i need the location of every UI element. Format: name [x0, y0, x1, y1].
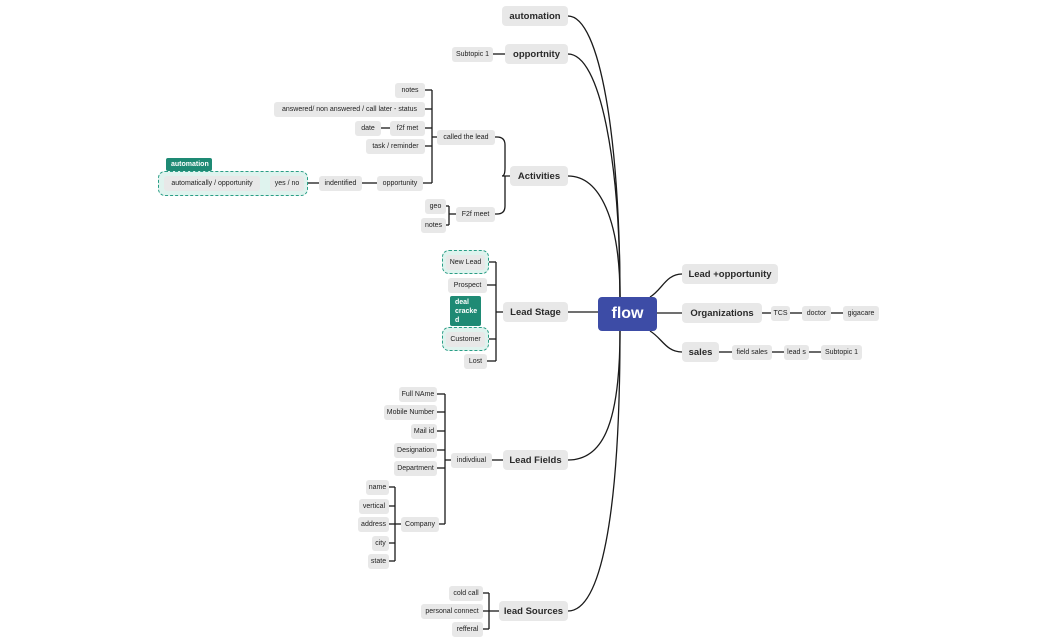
mail-id-node[interactable]: Mail id: [411, 424, 437, 439]
deal-cracked-callout-line3: d: [455, 316, 460, 324]
gigacare-node[interactable]: gigacare: [843, 306, 879, 321]
deal-cracked-callout-line2: cracke: [455, 307, 478, 315]
department-node[interactable]: Department: [394, 461, 437, 476]
mobile-number-node[interactable]: Mobile Number: [384, 405, 437, 420]
topic-lead-opportunity[interactable]: Lead +opportunity: [682, 264, 778, 284]
field-sales-node[interactable]: field sales: [732, 345, 772, 360]
state-node[interactable]: state: [368, 554, 389, 569]
topic-lead-sources[interactable]: lead Sources: [499, 601, 568, 621]
date-node[interactable]: date: [355, 121, 381, 136]
doctor-node[interactable]: doctor: [802, 306, 831, 321]
yes-no-node[interactable]: yes / no: [270, 176, 304, 191]
root-node[interactable]: flow: [598, 297, 657, 331]
company-node[interactable]: Company: [401, 517, 439, 532]
topic-opportnity[interactable]: opportnity: [505, 44, 568, 64]
topic-organizations[interactable]: Organizations: [682, 303, 762, 323]
topic-automation[interactable]: automation: [502, 6, 568, 26]
geo-node[interactable]: geo: [425, 199, 446, 214]
prospect-node[interactable]: Prospect: [448, 278, 487, 293]
full-name-node[interactable]: Full NAme: [399, 387, 437, 402]
lead-s-node[interactable]: lead s: [784, 345, 809, 360]
deal-cracked-callout-line1: deal: [455, 298, 470, 306]
deal-cracked-callout[interactable]: deal cracke d: [450, 296, 481, 326]
opportnity-subtopic[interactable]: Subtopic 1: [452, 47, 493, 62]
opportunity-node[interactable]: opportunity: [377, 176, 423, 191]
notes-node[interactable]: notes: [395, 83, 425, 98]
designation-node[interactable]: Designation: [394, 443, 437, 458]
task-reminder-node[interactable]: task / reminder: [366, 139, 425, 154]
lost-node[interactable]: Lost: [464, 354, 487, 369]
indentified-node[interactable]: indentified: [319, 176, 362, 191]
automatically-opportunity-node[interactable]: automatically / opportunity: [164, 176, 260, 191]
topic-activities[interactable]: Activities: [510, 166, 568, 186]
vertical-node[interactable]: vertical: [359, 499, 389, 514]
topic-lead-fields[interactable]: Lead Fields: [503, 450, 568, 470]
tcs-node[interactable]: TCS: [771, 306, 790, 321]
customer-node[interactable]: Customer: [446, 332, 485, 347]
personal-connect-node[interactable]: personal connect: [421, 604, 483, 619]
call-status-node[interactable]: answered/ non answered / call later - st…: [274, 102, 425, 117]
automation-callout[interactable]: automation: [166, 158, 212, 171]
topic-sales[interactable]: sales: [682, 342, 719, 362]
cold-call-node[interactable]: cold call: [449, 586, 483, 601]
f2f-meet-node[interactable]: F2f meet: [456, 207, 495, 222]
topic-lead-stage[interactable]: Lead Stage: [503, 302, 568, 322]
sales-subtopic-node[interactable]: Subtopic 1: [821, 345, 862, 360]
f2f-met-node[interactable]: f2f met: [390, 121, 425, 136]
name-node[interactable]: name: [366, 480, 389, 495]
refferal-node[interactable]: refferal: [452, 622, 483, 637]
individual-node[interactable]: indivdiual: [451, 453, 492, 468]
meet-notes-node[interactable]: notes: [421, 218, 446, 233]
called-the-lead-node[interactable]: called the lead: [437, 130, 495, 145]
city-node[interactable]: city: [372, 536, 389, 551]
new-lead-node[interactable]: New Lead: [446, 255, 485, 270]
address-node[interactable]: address: [358, 517, 389, 532]
